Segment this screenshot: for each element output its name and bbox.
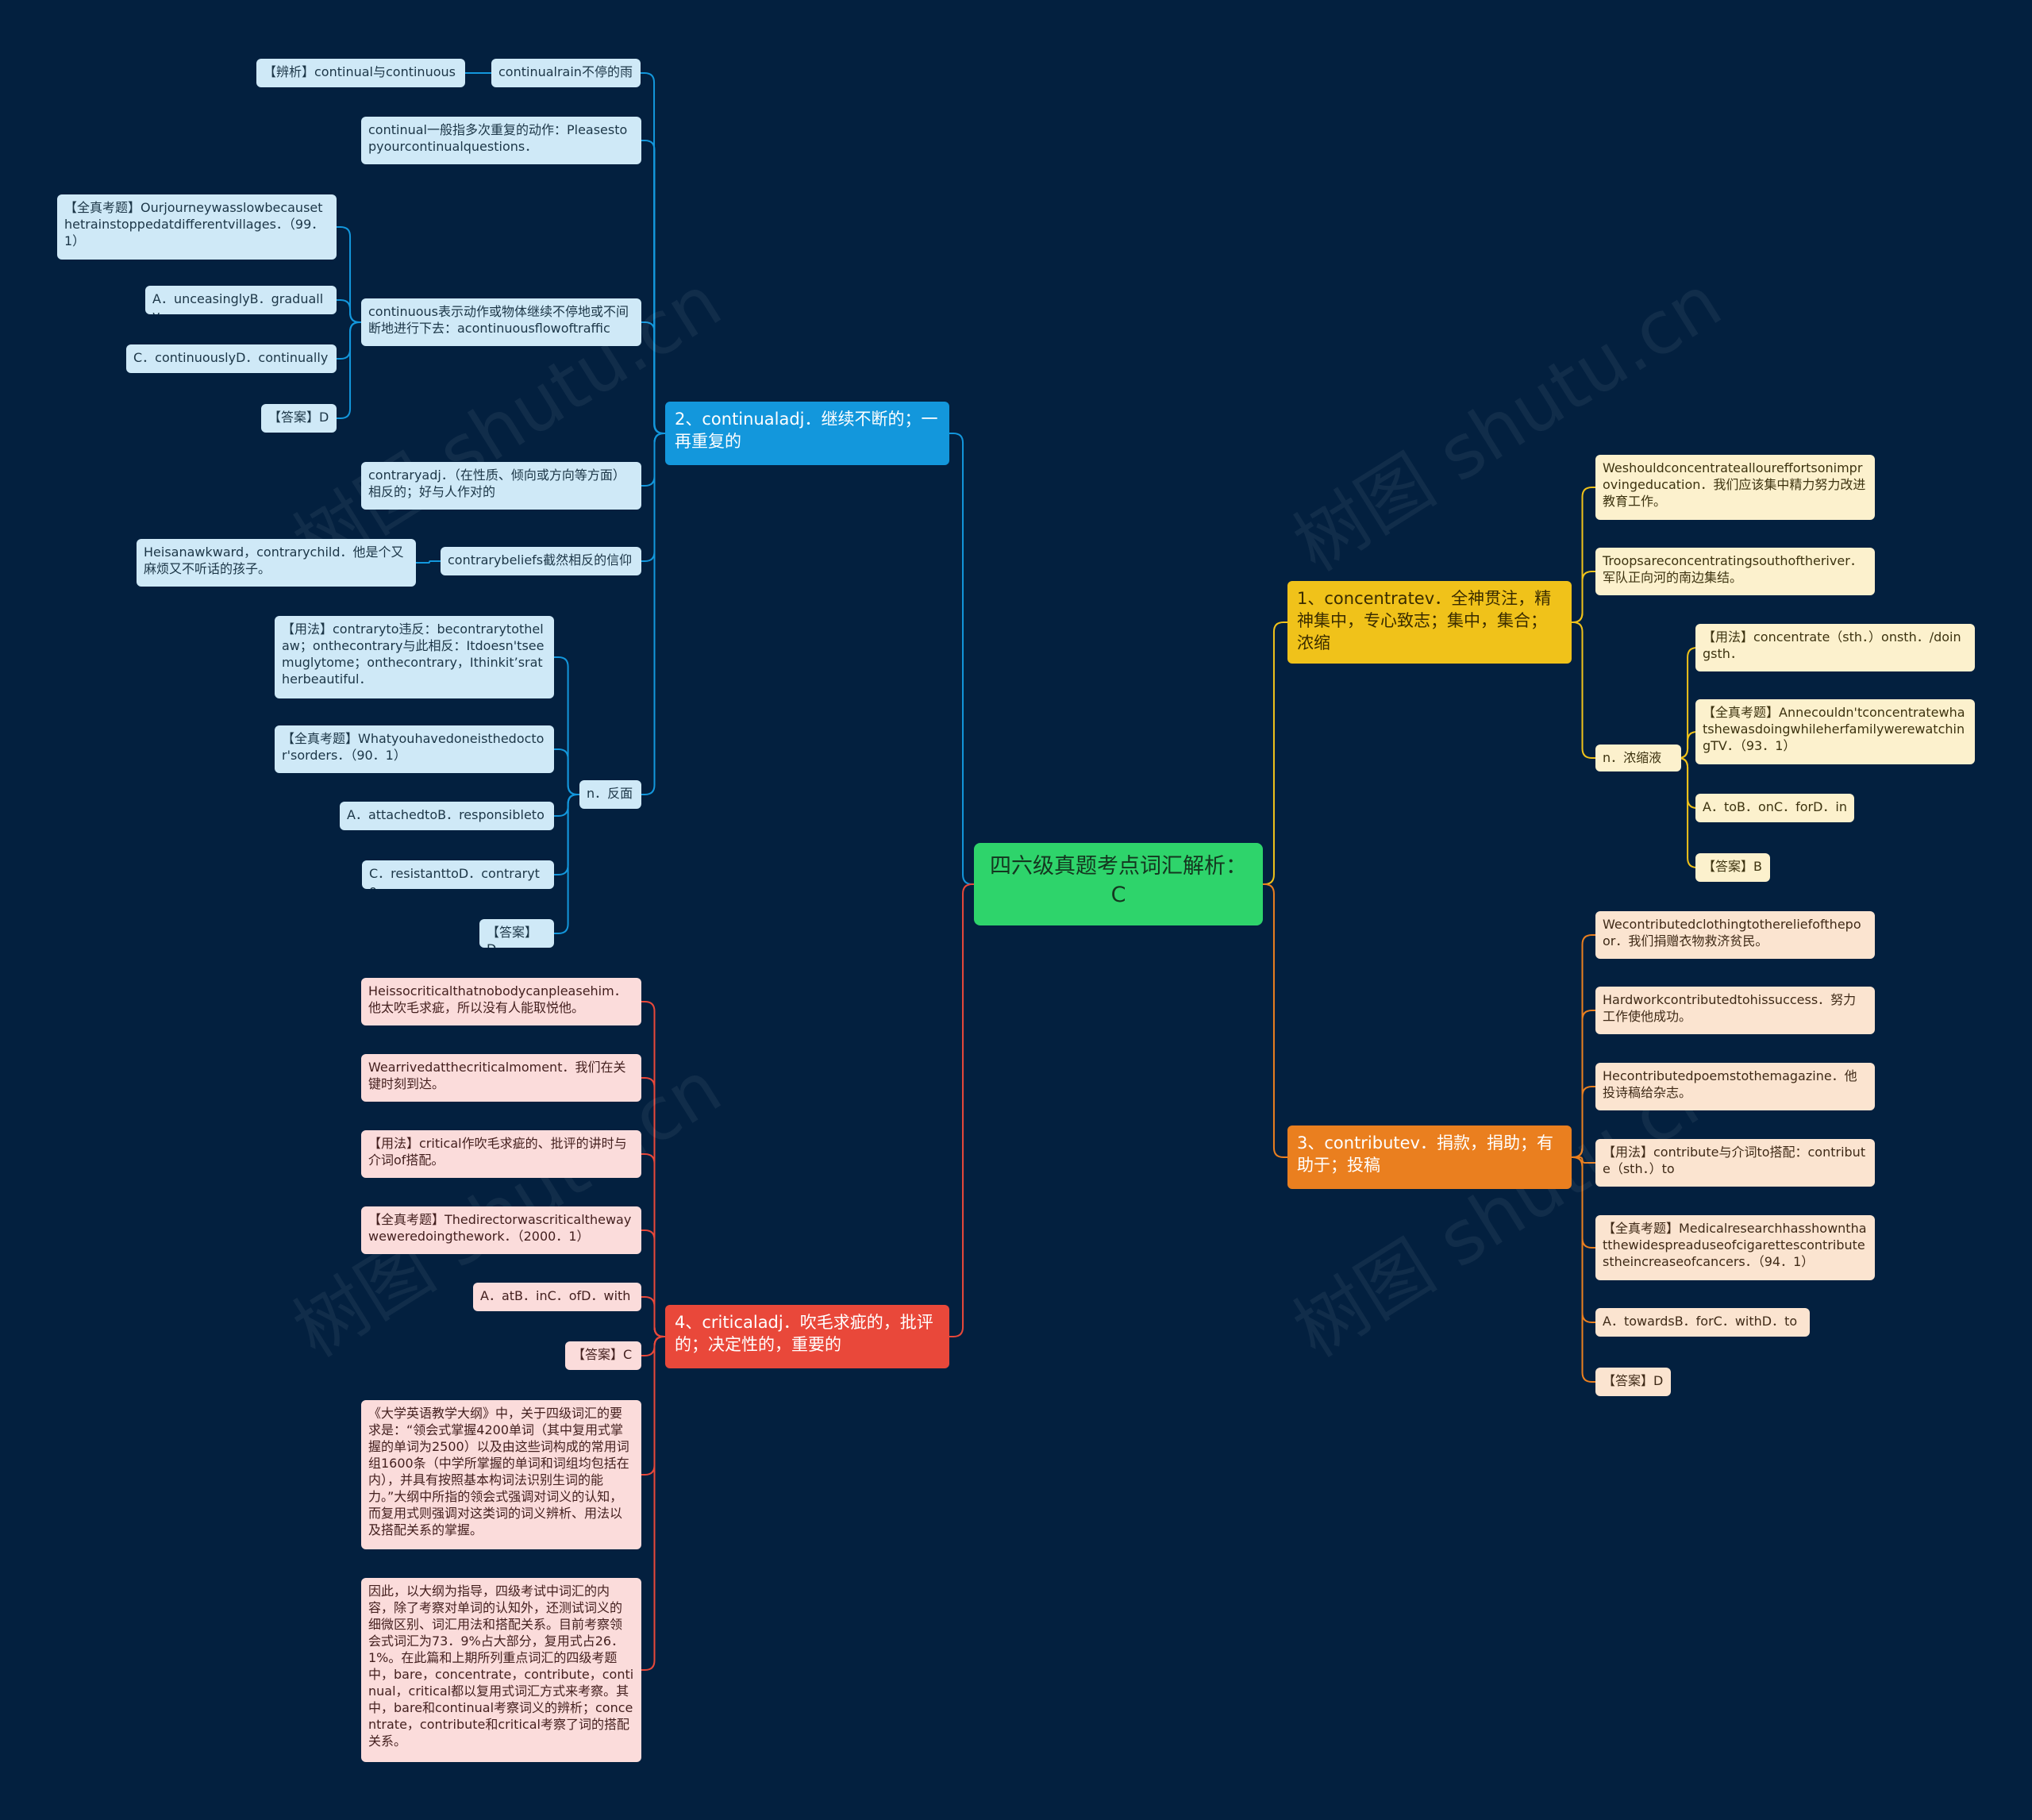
connector-b2c3-b2c3c (337, 321, 361, 360)
subtopic-b1c2[interactable]: Troopsareconcentratingsouthoftheriver．军队… (1595, 548, 1875, 595)
connector-b2c3-b2c3b (337, 299, 361, 323)
subtopic-b2c6[interactable]: n．反面 (579, 780, 641, 809)
subtopic-b4c7[interactable]: 《大学英语教学大纲》中，关于四级词汇的要求是：“领会式掌握4200单词（其中复用… (361, 1400, 641, 1549)
connector-b2c3-b2c3d (337, 321, 361, 419)
subtopic-b4c8[interactable]: 因此，以大纲为指导，四级考试中词汇的内容，除了考察对单词的认知外，还测试词义的细… (361, 1578, 641, 1762)
connector-b4-b4c5 (641, 1296, 665, 1337)
connector-b4-b4c3 (641, 1153, 665, 1337)
subtopic-b1c3[interactable]: n．浓缩液 (1595, 745, 1681, 771)
connector-b1-b1c1 (1572, 487, 1595, 623)
subtopic-b1c3a[interactable]: 【用法】concentrate（sth．）onsth．/doingsth． (1695, 624, 1975, 671)
connector-root-b3 (1263, 883, 1287, 1158)
connector-b4-b4c8 (641, 1336, 665, 1671)
subtopic-b3c3[interactable]: Hecontributedpoemstothemagazine．他投诗稿给杂志。 (1595, 1063, 1875, 1110)
connector-b2-b2c5 (641, 433, 665, 562)
subtopic-b2c4[interactable]: contraryadj．（在性质、倾向或方向等方面）相反的；好与人作对的 (361, 462, 641, 510)
subtopic-b4c3[interactable]: 【用法】critical作吹毛求疵的、批评的讲时与介词of搭配。 (361, 1130, 641, 1178)
subtopic-b3c1[interactable]: Wecontributedclothingtothereliefofthepoo… (1595, 911, 1875, 959)
subtopic-b2c5[interactable]: contrarybeliefs截然相反的信仰 (441, 547, 641, 575)
connector-b2c3-b2c3a (337, 226, 361, 323)
subtopic-b2c3a[interactable]: 【全真考题】Ourjourneywasslowbecausethetrainst… (57, 194, 337, 260)
subtopic-b2c5a[interactable]: Heisanawkward，contrarychild．他是个又麻烦又不听话的孩… (137, 539, 416, 587)
connector-b2-b2c4 (641, 433, 665, 487)
subtopic-b2c3d[interactable]: 【答案】D (261, 404, 337, 433)
connector-b2c6-b2c6d (554, 794, 579, 875)
subtopic-b2c6e[interactable]: 【答案】D (479, 919, 554, 948)
connector-b2c6-b2c6c (554, 794, 579, 817)
subtopic-b4c2[interactable]: Wearrivedatthecriticalmoment．我们在关键时刻到达。 (361, 1054, 641, 1102)
subtopic-b3c6[interactable]: A．towardsB．forC．withD．to (1595, 1308, 1810, 1337)
subtopic-b4c1[interactable]: Heissocriticalthatnobodycanpleasehim．他太吹… (361, 978, 641, 1025)
subtopic-b2c2[interactable]: continual一般指多次重复的动作：Pleasestopyourcontin… (361, 117, 641, 164)
root-topic[interactable]: 四六级真题考点词汇解析：C (974, 843, 1263, 925)
subtopic-b3c2[interactable]: Hardworkcontributedtohissuccess．努力工作使他成功… (1595, 987, 1875, 1034)
subtopic-b4c5[interactable]: A．atB．inC．ofD．with (473, 1283, 641, 1311)
branch-topic-b4[interactable]: 4、criticaladj．吹毛求疵的，批评的；决定性的，重要的 (665, 1305, 949, 1368)
connector-root-b2 (949, 433, 974, 885)
connector-b2c6-b2c6b (554, 748, 579, 795)
subtopic-b2c6c[interactable]: A．attachedtoB．responsibleto (340, 802, 554, 830)
connector-b2-b2c3 (641, 321, 665, 434)
connector-b1-b1c2 (1572, 571, 1595, 623)
connector-b4-b4c6 (641, 1336, 665, 1356)
branch-topic-b3[interactable]: 3、contributev．捐款，捐助；有助于；投稿 (1287, 1125, 1572, 1189)
connector-b2c6-b2c6e (554, 794, 579, 934)
connector-b3-b3c7 (1572, 1156, 1595, 1383)
subtopic-b2c3c[interactable]: C．continuouslyD．continually (126, 344, 337, 373)
connector-b2-b2c6 (641, 433, 665, 795)
connector-b3-b3c4 (1572, 1156, 1595, 1164)
subtopic-b3c5[interactable]: 【全真考题】Medicalresearchhasshownthatthewide… (1595, 1215, 1875, 1280)
connector-b4-b4c7 (641, 1336, 665, 1476)
connector-b1c3-b1c3b (1678, 731, 1698, 759)
subtopic-b3c4[interactable]: 【用法】contribute与介词to搭配：contribute（sth．）to (1595, 1139, 1875, 1187)
branch-topic-b2[interactable]: 2、continualadj．继续不断的；一再重复的 (665, 402, 949, 465)
branch-topic-b1[interactable]: 1、concentratev．全神贯注，精神集中，专心致志；集中，集合；浓缩 (1287, 581, 1572, 664)
connector-b2c6-b2c6a (554, 656, 579, 795)
subtopic-b1c3b[interactable]: 【全真考题】Annecouldn'tconcentratewhatshewasd… (1695, 699, 1975, 764)
connector-b4-b4c4 (641, 1229, 665, 1337)
connector-root-b1 (1263, 621, 1287, 885)
subtopic-b1c1[interactable]: Weshouldconcentrateallour​effortsonimpro… (1595, 455, 1875, 520)
subtopic-b2c6b[interactable]: 【全真考题】Whatyouhavedoneisthedoctor'sorders… (275, 725, 554, 773)
subtopic-b2c1[interactable]: continualrain不停的雨 (491, 59, 641, 87)
subtopic-b2c1a[interactable]: 【辨析】continual与continuous (256, 59, 465, 87)
subtopic-b2c6a[interactable]: 【用法】contraryto违反：becontrarytothelaw；onth… (275, 616, 554, 698)
subtopic-b3c7[interactable]: 【答案】D (1595, 1368, 1671, 1396)
connector-b1-b1c3 (1572, 621, 1595, 759)
subtopic-b4c4[interactable]: 【全真考题】Thedirectorwascriticalthewaywewere… (361, 1206, 641, 1254)
subtopic-b2c3b[interactable]: A．unceasinglyB．gradually (145, 286, 337, 314)
subtopic-b1c3d[interactable]: 【答案】B (1695, 853, 1770, 882)
subtopic-b4c6[interactable]: 【答案】C (565, 1341, 641, 1370)
subtopic-b2c3[interactable]: continuous表示动作或物体继续不停地或不间断地进行下去：acontinu… (361, 298, 641, 346)
connector-b2c5-b2c5a (416, 560, 441, 564)
connector-b1c3-b1c3d (1678, 757, 1698, 868)
connector-root-b4 (949, 883, 974, 1337)
subtopic-b2c6d[interactable]: C．resistanttoD．contraryto (362, 860, 554, 889)
subtopic-b1c3c[interactable]: A．toB．onC．forD．in (1695, 794, 1854, 822)
